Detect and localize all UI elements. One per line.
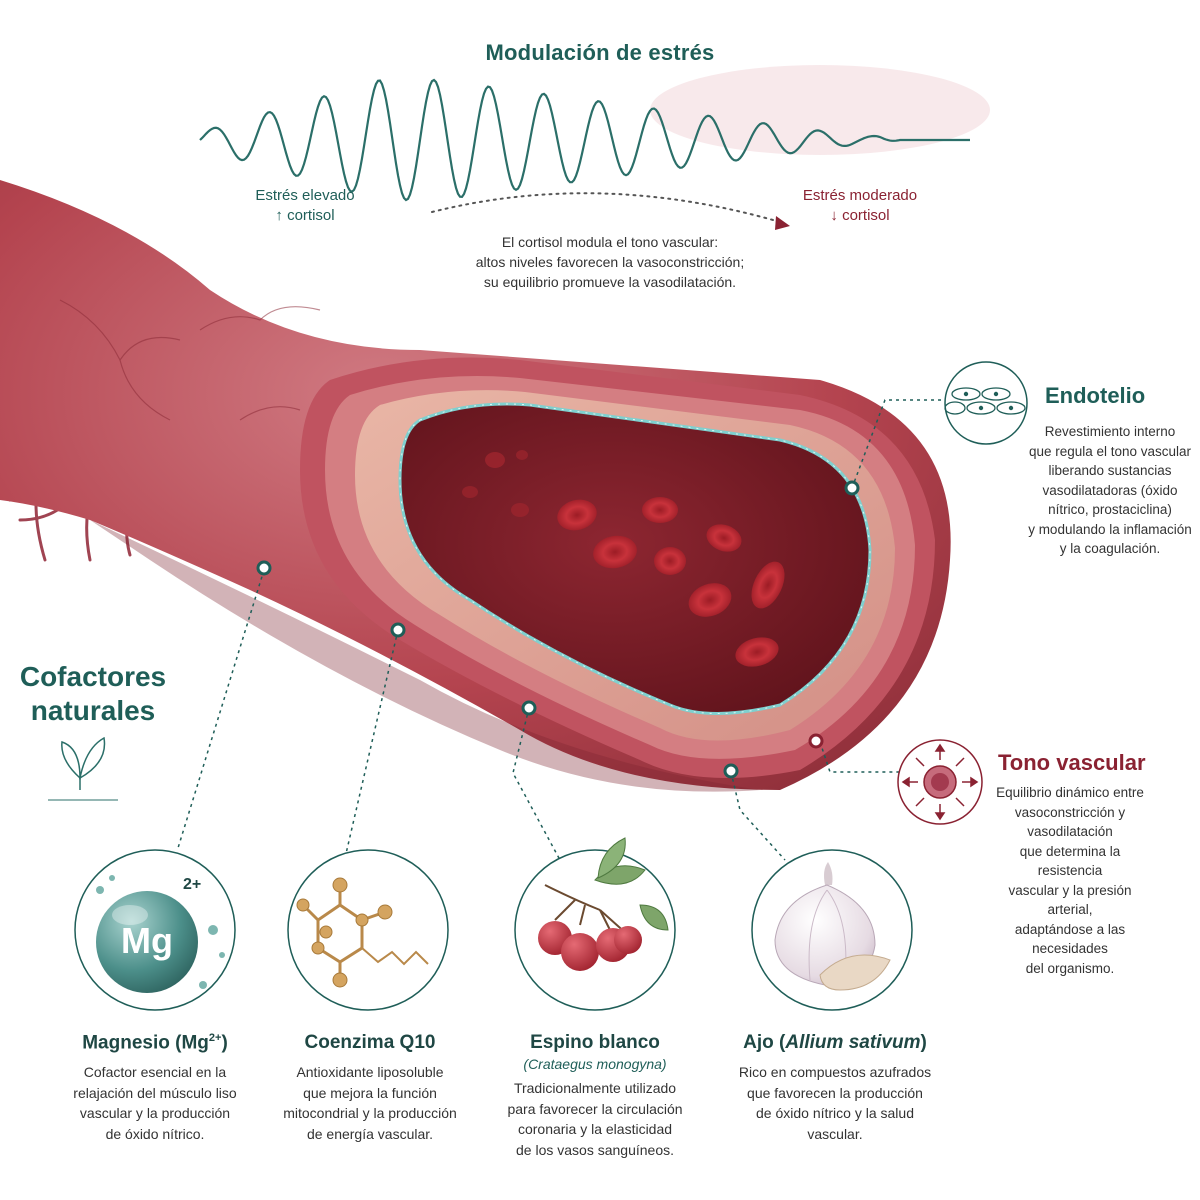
- hawthorn-line: coronaria y la elasticidad: [517, 1121, 673, 1137]
- magnesium-symbol: Mg: [121, 920, 173, 961]
- moderate-stress-text: Estrés moderado: [802, 187, 918, 204]
- magnesium-line: vascular y la producción: [79, 1105, 231, 1121]
- hawthorn-berries-icon: [514, 837, 676, 1011]
- endothelium-line: Revestimiento interno: [1044, 424, 1176, 439]
- garlic-title-italic: Allium sativum: [785, 1032, 921, 1053]
- magnesium-charge: 2+: [183, 876, 202, 893]
- vascular-tone-title: Tono vascular: [998, 750, 1146, 775]
- callout-dots: [256, 480, 860, 779]
- coq10-line: mitocondrial y la producción: [283, 1105, 457, 1121]
- magnesium-title: Magnesio (Mg2+): [60, 1032, 250, 1054]
- leader-lines: [177, 399, 945, 861]
- cortisol-note-line: su equilibrio promueve la vasodilatación…: [483, 274, 737, 290]
- garlic-title-end: ): [920, 1032, 927, 1053]
- endothelium-line: liberando sustancias: [1048, 463, 1172, 478]
- hawthorn-description: Tradicionalmente utilizado para favorece…: [495, 1078, 695, 1160]
- magnesium-title-text: Magnesio (Mg: [82, 1032, 209, 1054]
- low-cortisol-text: ↓ cortisol: [830, 207, 890, 224]
- garlic-line: que favorecen la producción: [747, 1084, 923, 1101]
- vascular-tone-line: Equilibrio dinámico entre: [996, 785, 1144, 800]
- endothelium-line: nítrico, prostaciclina): [1048, 502, 1172, 517]
- vascular-tone-line: adaptándose a las necesidades: [1014, 921, 1126, 957]
- endothelium-line: y modulando la inflamación: [1028, 521, 1192, 537]
- leaf-icon: [48, 736, 118, 801]
- cortisol-note-line: altos niveles favorecen la vasoconstricc…: [475, 254, 745, 270]
- vascular-tone-line: vasoconstricción y vasodilatación: [1014, 804, 1126, 840]
- cortisol-note-line: El cortisol modula el tono vascular:: [501, 234, 719, 250]
- cofactors-title-line: Cofactores: [19, 661, 167, 692]
- garlic-line: de óxido nítrico y la salud: [756, 1105, 914, 1121]
- magnesium-line: de óxido nítrico.: [105, 1125, 205, 1142]
- stress-arrow-head: [775, 216, 790, 230]
- moderate-stress-label: Estrés moderado ↓ cortisol: [790, 186, 930, 226]
- vascular-tone-line: vascular y la presión arterial,: [1008, 882, 1132, 918]
- cofactors-title-line: naturales: [30, 695, 156, 726]
- high-stress-label: Estrés elevado ↑ cortisol: [240, 186, 370, 226]
- magnesium-title-sup: 2+: [208, 1032, 222, 1044]
- hawthorn-line: Tradicionalmente utilizado: [513, 1080, 677, 1096]
- molecule-icon: [287, 849, 449, 1011]
- endothelium-line: que regula el tono vascular: [1028, 443, 1192, 459]
- cofactors-title: Cofactores naturales: [18, 660, 168, 728]
- magnesium-title-end: ): [221, 1032, 228, 1054]
- vessel-lumen: [398, 402, 872, 715]
- coq10-description: Antioxidante liposoluble que mejora la f…: [270, 1062, 470, 1144]
- endothelium-title: Endotelio: [1045, 383, 1146, 408]
- stress-title: Modulación de estrés: [485, 40, 715, 65]
- garlic-line: vascular.: [807, 1125, 863, 1142]
- magnesium-ion-icon: [74, 849, 236, 1011]
- magnesium-line: relajación del músculo liso: [73, 1084, 237, 1101]
- high-stress-text: Estrés elevado: [255, 187, 355, 204]
- vascular-tone-icon: [897, 739, 983, 825]
- garlic-title: Ajo (Allium sativum): [720, 1032, 950, 1054]
- stress-wave: [199, 78, 970, 202]
- endothelium-description: Revestimiento interno que regula el tono…: [1020, 422, 1200, 559]
- coq10-line: que mejora la función: [303, 1084, 437, 1101]
- magnesium-line: Cofactor esencial en la: [83, 1064, 227, 1080]
- hawthorn-line: de los vasos sanguíneos.: [516, 1141, 674, 1158]
- stress-arrow: [431, 192, 781, 223]
- vascular-tone-line: que determina la resistencia: [1019, 843, 1121, 879]
- hawthorn-line: para favorecer la circulación: [507, 1100, 683, 1117]
- high-cortisol-text: ↑ cortisol: [275, 207, 335, 224]
- red-blood-cells: [462, 450, 785, 667]
- endothelium-line: vasodilatadoras (óxido: [1042, 482, 1178, 498]
- garlic-title-text: Ajo (: [743, 1032, 786, 1053]
- coq10-line: Antioxidante liposoluble: [296, 1064, 444, 1080]
- vascular-tone-line: del organismo.: [1025, 960, 1115, 976]
- surface-veins: [59, 299, 321, 421]
- vascular-tone-description: Equilibrio dinámico entre vasoconstricci…: [990, 783, 1150, 978]
- hawthorn-title: Espino blanco: [530, 1032, 660, 1053]
- garlic-description: Rico en compuestos azufrados que favorec…: [720, 1062, 950, 1144]
- coq10-title: Coenzima Q10: [304, 1032, 436, 1053]
- hawthorn-subtitle: (Crataegus monogyna): [523, 1056, 667, 1072]
- cortisol-note: El cortisol modula el tono vascular: alt…: [450, 232, 770, 292]
- wave-haze: [650, 65, 990, 155]
- garlic-line: Rico en compuestos azufrados: [738, 1064, 932, 1080]
- endothelium-cells-icon: [944, 361, 1028, 445]
- endothelium-line: y la coagulación.: [1059, 541, 1161, 556]
- garlic-icon: [751, 849, 913, 1011]
- coq10-line: de energía vascular.: [306, 1125, 434, 1142]
- magnesium-description: Cofactor esencial en la relajación del m…: [60, 1062, 250, 1144]
